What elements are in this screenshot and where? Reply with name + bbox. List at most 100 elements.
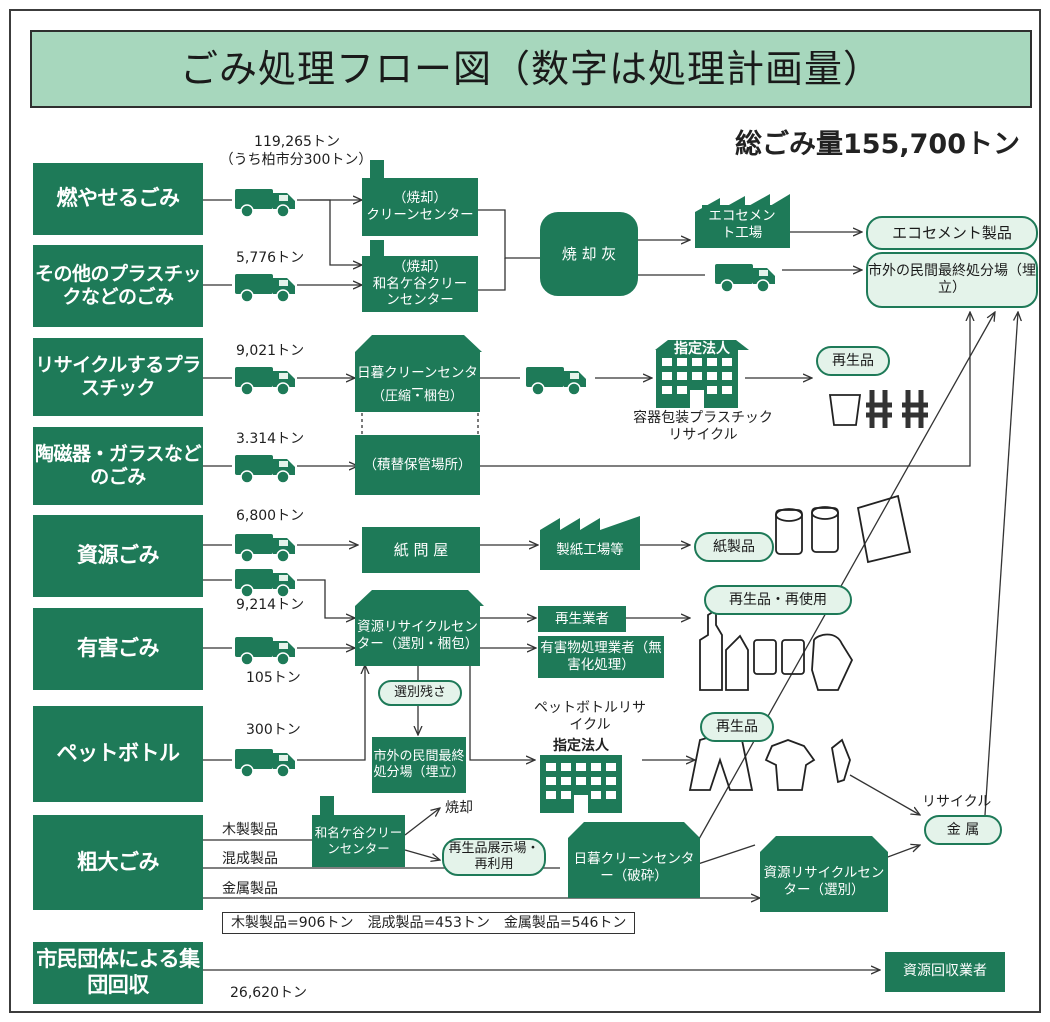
cup-icon bbox=[828, 394, 862, 426]
landfill-outside-city: 市外の民間最終処分場（埋立） bbox=[372, 737, 466, 793]
garbage-truck-icon bbox=[234, 273, 296, 303]
page-title: ごみ処理フロー図（数字は処理計画量） bbox=[30, 30, 1032, 108]
category-burnable: 燃やせるごみ bbox=[33, 163, 203, 235]
recycled-products: 再生品 bbox=[816, 346, 890, 376]
metal-recycle-label: リサイクル bbox=[922, 794, 992, 810]
roof-icon bbox=[760, 836, 888, 852]
amount-pet: 300トン bbox=[246, 722, 301, 738]
factory-icon bbox=[370, 240, 384, 258]
roof-icon bbox=[568, 822, 700, 838]
brush-icon bbox=[831, 738, 851, 784]
garbage-truck-icon bbox=[234, 568, 296, 598]
bottle-icon bbox=[699, 608, 723, 691]
amount-hazardous: 105トン bbox=[246, 670, 301, 686]
glove-icon bbox=[811, 633, 854, 691]
shirt-icon bbox=[764, 739, 816, 791]
roof-icon bbox=[655, 340, 749, 350]
roof-icon bbox=[355, 590, 484, 606]
bulky-summary: 木製製品=906トン 混成製品=453トン 金属製品=546トン bbox=[222, 912, 636, 935]
resource-collector: 資源回収業者 bbox=[885, 952, 1005, 992]
bulky-metal: 金属製品 bbox=[222, 881, 278, 897]
hazard-processor: 有害物処理業者（無害化処理） bbox=[538, 636, 664, 678]
garbage-truck-icon bbox=[234, 636, 296, 666]
reuse-exhibition-hall: 再生品展示場・再利用 bbox=[442, 838, 546, 876]
can-icon bbox=[753, 639, 777, 675]
toilet-paper-icon bbox=[775, 509, 803, 555]
clean-center-tag: （焼却） bbox=[393, 190, 447, 207]
pet-designated-corp: 指定法人 bbox=[553, 738, 609, 754]
amount-burnable: 119,265トン bbox=[254, 134, 340, 150]
garbage-truck-icon bbox=[234, 533, 296, 563]
recycler-business: 再生業者 bbox=[538, 606, 626, 632]
pet-recycle-note: ペットボトルリサイクル bbox=[534, 700, 646, 733]
toilet-paper-icon bbox=[811, 506, 839, 520]
category-hazardous: 有害ごみ bbox=[33, 608, 203, 690]
book-icon bbox=[856, 494, 912, 564]
bottle-icon bbox=[725, 634, 749, 691]
category-group-collection: 市民団体による集団回収 bbox=[33, 942, 203, 1004]
resource-center-sort: 資源リサイクルセンター（選別） bbox=[760, 852, 888, 912]
higurashi-top-label: 日暮クリーンセンター bbox=[357, 365, 478, 398]
garbage-truck-icon bbox=[234, 188, 296, 218]
paper-products: 紙製品 bbox=[694, 532, 774, 562]
paper-mill: 製紙工場等 bbox=[556, 541, 624, 558]
cargo-truck-icon bbox=[714, 263, 776, 293]
factory-icon bbox=[540, 516, 640, 570]
wanagaya-center: （焼却） 和名ケ谷クリーンセンター bbox=[362, 256, 478, 312]
higurashi-bottom-label: （圧縮・梱包） bbox=[371, 389, 463, 404]
factory-icon bbox=[370, 160, 384, 180]
incineration-ash: 焼 却 灰 bbox=[540, 212, 638, 296]
garbage-truck-icon bbox=[234, 366, 296, 396]
paper-dealer: 紙 問 屋 bbox=[362, 527, 480, 573]
category-ceramic-glass: 陶磁器・ガラスなどのごみ bbox=[33, 427, 203, 505]
amount-recycle-plastic: 9,021トン bbox=[236, 343, 305, 359]
amount-ceramic: 3.314トン bbox=[236, 431, 305, 447]
wanagaya-bulky-center: 和名ケ谷クリーンセンター bbox=[312, 815, 405, 867]
category-recycle-plastic: リサイクルするプラスチック bbox=[33, 338, 203, 416]
title-text: ごみ処理フロー図（数字は処理計画量） bbox=[179, 47, 882, 91]
amount-resource-b: 9,214トン bbox=[236, 597, 305, 613]
clean-center: （焼却） クリーンセンター bbox=[362, 178, 478, 236]
higurashi-center-compress: 日暮クリーンセンター bbox=[355, 352, 480, 412]
ecocement-plant: エコセメント工場 bbox=[702, 205, 782, 245]
clean-center-name: クリーンセンター bbox=[366, 207, 474, 223]
ecocement-products: エコセメント製品 bbox=[866, 216, 1038, 250]
bulky-wood: 木製製品 bbox=[222, 822, 278, 838]
office-building-icon bbox=[540, 755, 622, 813]
bulky-mixed: 混成製品 bbox=[222, 851, 278, 867]
sorting-residue: 選別残さ bbox=[378, 680, 462, 706]
wanagaya-name: 和名ケ谷クリーンセンター bbox=[372, 275, 468, 309]
amount-resource-a: 6,800トン bbox=[236, 508, 305, 524]
storage-facility: （積替保管場所） bbox=[355, 435, 480, 495]
can-icon bbox=[781, 639, 805, 675]
category-resource: 資源ごみ bbox=[33, 515, 203, 597]
garbage-truck-icon bbox=[234, 454, 296, 484]
category-other-plastic: その他のプラスチックなどのごみ bbox=[33, 245, 203, 327]
category-bulky: 粗大ごみ bbox=[33, 815, 203, 910]
amount-burnable-note: （うち柏市分300トン） bbox=[219, 152, 373, 168]
toilet-paper-icon bbox=[811, 507, 839, 553]
reuse-products: 再生品・再使用 bbox=[704, 585, 852, 615]
amount-group: 26,620トン bbox=[230, 985, 307, 1001]
cargo-truck-icon bbox=[525, 366, 587, 396]
resource-recycle-center: 資源リサイクルセンター（選別・梱包） bbox=[355, 606, 480, 666]
recycled-clothes: 再生品 bbox=[700, 712, 774, 742]
designated-corp-label: 指定法人 bbox=[674, 341, 730, 357]
metal-products: 金 属 bbox=[924, 815, 1002, 845]
higurashi-center-crush: 日暮クリーンセンター（破砕） bbox=[568, 838, 700, 898]
hanger-icon bbox=[866, 390, 928, 428]
amount-other-plastic: 5,776トン bbox=[236, 250, 305, 266]
office-building-icon bbox=[656, 350, 738, 408]
recycled-goods-icons bbox=[688, 390, 928, 791]
landfill-final: 市外の民間最終処分場（埋立） bbox=[866, 252, 1038, 308]
container-recycle-note: 容器包装プラスチックリサイクル bbox=[633, 410, 773, 443]
garbage-truck-icon bbox=[234, 748, 296, 778]
roof-icon bbox=[355, 335, 482, 352]
factory-icon bbox=[320, 796, 334, 816]
category-pet-bottle: ペットボトル bbox=[33, 706, 203, 802]
toilet-paper-icon bbox=[775, 508, 803, 522]
total-waste: 総ごみ量155,700トン bbox=[735, 129, 1020, 160]
incinerate-label: 焼却 bbox=[445, 800, 473, 816]
wanagaya-tag: （焼却） bbox=[393, 258, 447, 275]
